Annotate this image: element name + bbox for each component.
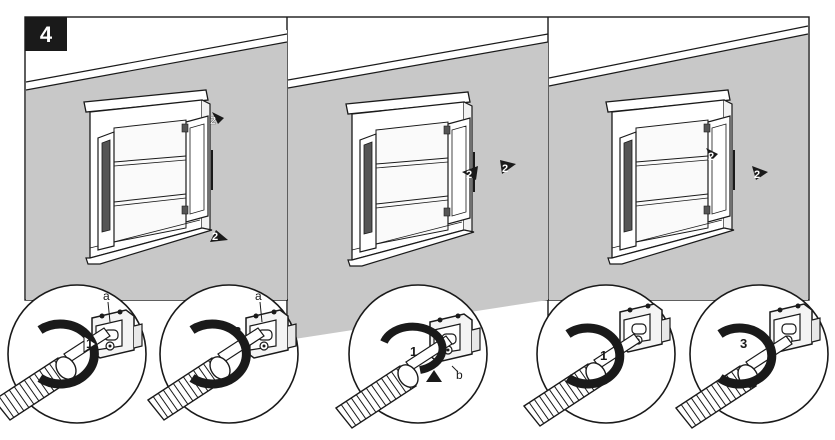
arrow-up-icon: [212, 112, 224, 124]
detail-step-number: 1: [600, 348, 607, 363]
rotation-arrow-icon: [189, 319, 251, 389]
detail-1: 1 a: [0, 284, 147, 424]
arrow-label: 2: [466, 169, 472, 181]
detail-step-number: 3: [234, 324, 241, 339]
arrow-icon: [706, 148, 718, 160]
arrow-label: 2: [754, 169, 760, 181]
arrow-label: 2: [212, 231, 218, 243]
step-badge: [25, 17, 67, 51]
rotation-arrow-icon: [380, 322, 447, 374]
rotation-arrow-icon: [717, 323, 777, 389]
detail-5: 3 c: [675, 284, 829, 429]
arrow-label: 2: [502, 163, 508, 175]
arrow-up-icon: [426, 370, 442, 382]
arrow-down-icon: [210, 230, 228, 242]
detail-callout: b: [456, 368, 463, 382]
arrow-icon: [752, 166, 768, 180]
rotation-arrow-icon: [37, 319, 99, 389]
panel-1: 2 2: [25, 30, 288, 300]
arrow-label: 2: [210, 115, 216, 127]
detail-2: 3 a: [147, 284, 299, 424]
detail-callout: a: [103, 289, 110, 303]
arrow-label: 2: [708, 151, 714, 163]
detail-4: 1 c: [523, 284, 676, 427]
detail-callout: c: [618, 349, 624, 363]
arrow-right-icon: [500, 160, 516, 174]
panel-2: 2 2: [287, 33, 549, 340]
detail-callout: c: [768, 353, 774, 367]
panel-3: 2 2: [548, 25, 809, 300]
detail-3: 1 b: [335, 284, 488, 429]
step-number: 4: [40, 22, 53, 47]
rotation-arrow-icon: [565, 323, 625, 389]
arrow-left-icon: [462, 166, 478, 180]
detail-step-number: 1: [410, 344, 417, 359]
detail-step-number: 3: [740, 336, 747, 351]
detail-step-number: 1: [86, 336, 93, 351]
detail-callout: a: [255, 289, 262, 303]
